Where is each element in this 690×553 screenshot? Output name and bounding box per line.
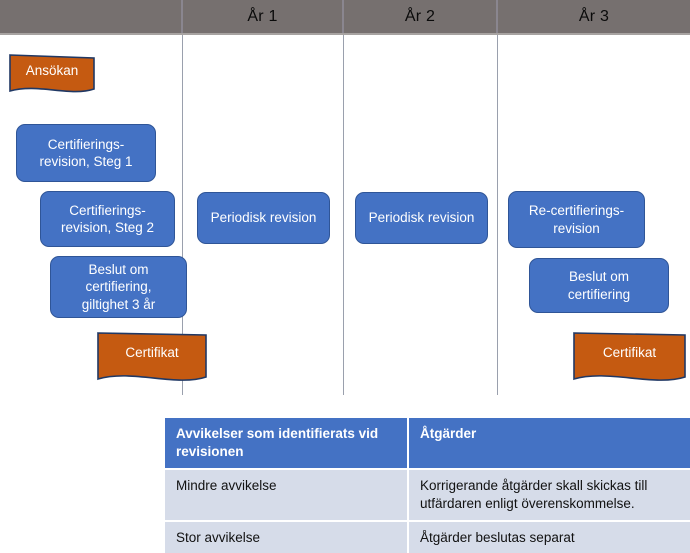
certificate-document-shape-1: Certifikat (96, 331, 208, 386)
column-guide-1 (182, 35, 183, 395)
table-cell-action: Åtgärder beslutas separat (409, 522, 690, 553)
table-header-actions: Åtgärder (409, 418, 690, 469)
step-box-certification-decision[interactable]: Beslut om certifiering, giltighet 3 år (50, 256, 187, 318)
header-cell-year-2: År 2 (404, 7, 436, 25)
year2-periodic-audit-box[interactable]: Periodisk revision (355, 192, 488, 244)
application-document-shape: Ansökan (8, 53, 96, 97)
certificate-document-shape-2: Certifikat (572, 331, 687, 386)
table-row: Stor avvikelse Åtgärder beslutas separat (165, 522, 690, 553)
table-cell-deviation: Mindre avvikelse (165, 470, 407, 521)
table-cell-action: Korrigerande åtgärder skall skickas till… (409, 470, 690, 521)
header-cell-year-3: År 3 (578, 7, 610, 25)
year3-certification-decision-box[interactable]: Beslut om certifiering (529, 258, 669, 313)
header-band-bottom-edge (0, 33, 690, 35)
header-separator-1 (181, 0, 183, 33)
header-separator-3 (496, 0, 498, 33)
column-guide-3 (497, 35, 498, 395)
year3-recertification-audit-box[interactable]: Re-certifierings- revision (508, 191, 645, 248)
header-cell-blank (0, 0, 181, 33)
timeline-header-band (0, 0, 690, 33)
deviations-actions-table: Avvikelser som identifierats vid revisio… (163, 416, 690, 553)
header-cell-year-1: År 1 (247, 7, 278, 25)
header-separator-2 (342, 0, 344, 33)
year1-periodic-audit-box[interactable]: Periodisk revision (197, 192, 330, 244)
step-box-certification-audit-stage-1[interactable]: Certifierings- revision, Steg 1 (16, 124, 156, 182)
table-row: Mindre avvikelse Korrigerande åtgärder s… (165, 470, 690, 521)
table-header-row: Avvikelser som identifierats vid revisio… (165, 418, 690, 469)
table-cell-deviation: Stor avvikelse (165, 522, 407, 553)
table-header-deviations: Avvikelser som identifierats vid revisio… (165, 418, 407, 469)
column-guide-2 (343, 35, 344, 395)
step-box-certification-audit-stage-2[interactable]: Certifierings- revision, Steg 2 (40, 191, 175, 247)
